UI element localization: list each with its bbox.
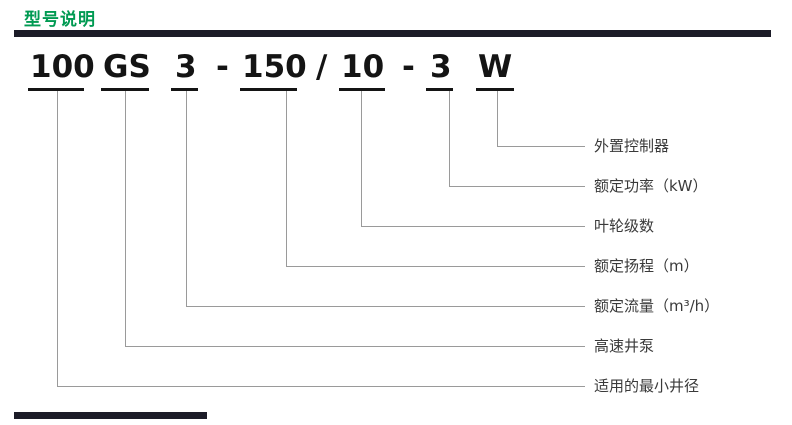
top-divider-rule bbox=[14, 30, 771, 37]
bottom-divider-rule bbox=[14, 412, 207, 419]
callout-label: 适用的最小井径 bbox=[594, 377, 700, 395]
callout-label: 外置控制器 bbox=[594, 137, 670, 155]
callout-horizontal-line bbox=[361, 226, 585, 227]
segment-underline bbox=[240, 88, 297, 91]
model-token-separator: - bbox=[216, 49, 229, 85]
callout-label: 叶轮级数 bbox=[594, 217, 655, 235]
callout-label: 额定功率（kW） bbox=[594, 177, 708, 195]
segment-underline bbox=[476, 88, 514, 91]
segment-underline bbox=[339, 88, 385, 91]
callout-label: 高速井泵 bbox=[594, 337, 655, 355]
callout-vertical-line bbox=[361, 91, 362, 226]
page-title: 型号说明 bbox=[24, 10, 96, 30]
callout-horizontal-line bbox=[286, 266, 585, 267]
segment-underline bbox=[426, 88, 453, 91]
callout-label: 额定扬程（m） bbox=[594, 257, 699, 275]
model-token: 3 bbox=[175, 49, 197, 85]
callout-horizontal-line bbox=[57, 386, 585, 387]
callout-label: 额定流量（m³/h） bbox=[594, 297, 720, 315]
model-token: 3 bbox=[430, 49, 452, 85]
model-token: 10 bbox=[341, 49, 385, 85]
callout-horizontal-line bbox=[449, 186, 585, 187]
model-token-separator: / bbox=[316, 49, 328, 85]
callout-vertical-line bbox=[186, 91, 187, 306]
callout-vertical-line bbox=[497, 91, 498, 146]
callout-vertical-line bbox=[449, 91, 450, 186]
model-token: 100 bbox=[30, 49, 95, 85]
segment-underline bbox=[28, 88, 84, 91]
segment-underline bbox=[101, 88, 149, 91]
callout-vertical-line bbox=[57, 91, 58, 386]
model-token-separator: - bbox=[402, 49, 415, 85]
model-token: W bbox=[478, 49, 513, 85]
model-token: 150 bbox=[242, 49, 307, 85]
callout-vertical-line bbox=[125, 91, 126, 346]
callout-horizontal-line bbox=[125, 346, 585, 347]
segment-underline bbox=[171, 88, 198, 91]
model-token: GS bbox=[103, 49, 151, 85]
callout-horizontal-line bbox=[497, 146, 585, 147]
callout-horizontal-line bbox=[186, 306, 585, 307]
callout-vertical-line bbox=[286, 91, 287, 266]
